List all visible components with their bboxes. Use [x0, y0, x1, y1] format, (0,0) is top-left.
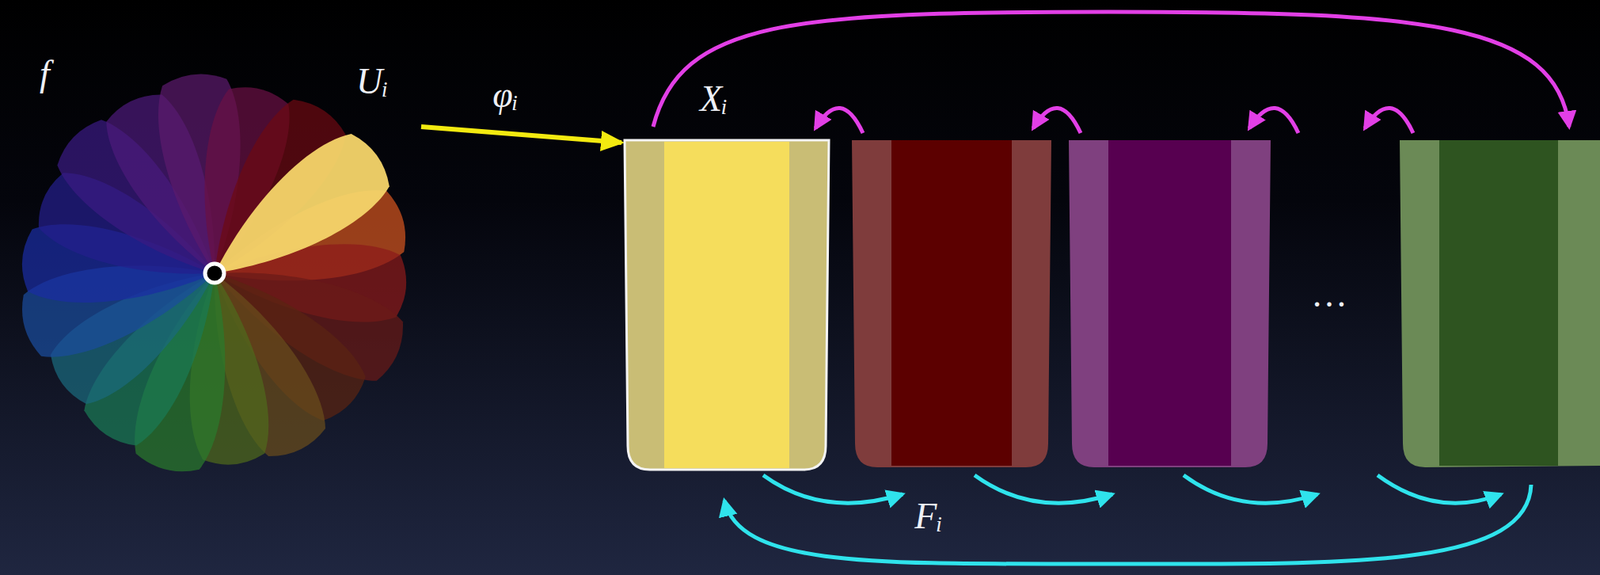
cylinder-core: [1439, 140, 1559, 466]
fiber-cylinder: [1399, 140, 1600, 468]
label-box: …: [1311, 274, 1353, 316]
cylinder-core: [1108, 140, 1232, 466]
fiber-cylinder: Xᵢ: [624, 79, 829, 472]
petal-region: Uᵢ: [332, 55, 420, 198]
wrap-arrow: [653, 11, 1570, 127]
math-label: Xᵢ: [699, 79, 728, 120]
cylinder-core: [891, 140, 1012, 466]
cylinder-side: [624, 140, 829, 470]
cylinder-shape: [624, 79, 829, 472]
label-box: Fᵢ: [914, 496, 943, 537]
shift-arrow: [815, 107, 863, 134]
map-label: φᵢ: [492, 75, 519, 116]
cylinder-side: [851, 140, 1052, 468]
cylinder-core: [664, 141, 790, 468]
shift-arrow: [1249, 107, 1299, 134]
ellipsis: …: [1311, 274, 1353, 316]
base-point: [205, 263, 225, 283]
shift-arrow: [1377, 475, 1502, 503]
math-label: Uᵢ: [356, 61, 389, 103]
map-arrow: [421, 126, 622, 143]
shift-arrow: [974, 475, 1113, 503]
petal: [190, 122, 401, 306]
math-label: f: [39, 53, 50, 95]
cylinder-side: [1068, 140, 1271, 468]
wrap-arrow: [724, 484, 1532, 564]
shift-arrow: [1033, 107, 1081, 134]
shift-arrow: [763, 475, 903, 503]
cylinder-side: [1399, 140, 1600, 468]
fiber-cylinder: [1068, 140, 1271, 468]
shift-arrow: [1364, 107, 1414, 134]
fiber-cylinder: [851, 140, 1052, 468]
map-label: Fᵢ: [914, 496, 943, 537]
shift-arrow: [1183, 475, 1318, 503]
flower-figure: f Uᵢ: [15, 47, 420, 507]
edge-label-box: φᵢ: [492, 75, 519, 116]
